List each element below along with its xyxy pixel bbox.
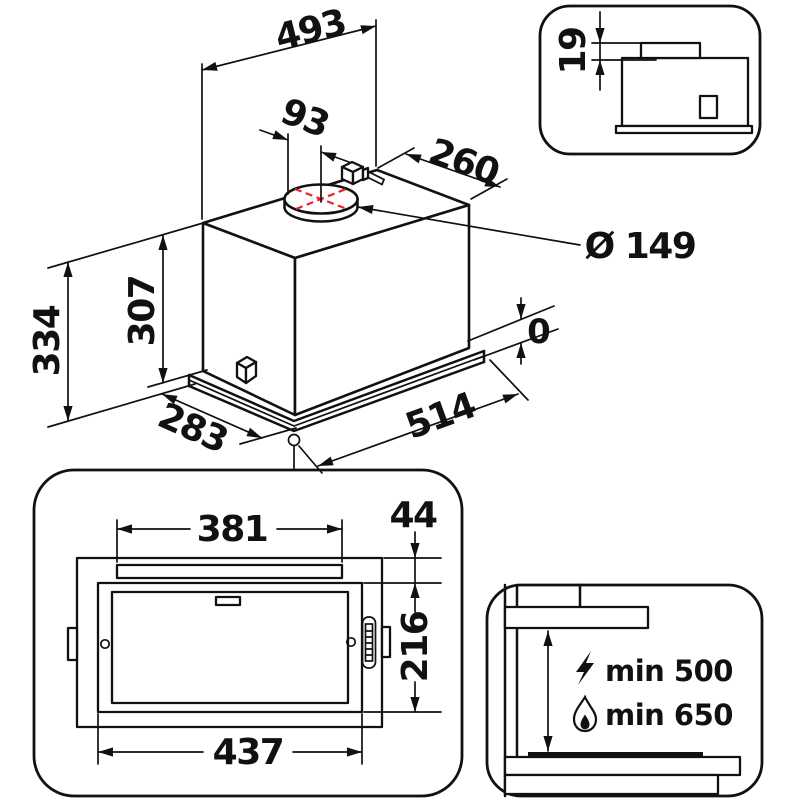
inset-border — [538, 4, 762, 156]
gas-flame-icon — [572, 694, 598, 733]
dim-flush-bottom: 0 — [467, 297, 559, 365]
dim-cutout-height: 216 — [363, 582, 442, 713]
hob — [528, 752, 703, 758]
dim-label-0: 0 — [527, 312, 551, 352]
installation-scheme — [503, 583, 742, 798]
dim-label-307: 307 — [122, 276, 163, 347]
filter-handle — [214, 595, 242, 607]
side-view-inset: 19 — [538, 4, 762, 156]
clearance-arrow — [543, 630, 553, 752]
dim-label-149: Ø 149 — [585, 226, 696, 267]
gas-clearance-row: min 650 — [572, 694, 733, 733]
inset-border — [485, 583, 764, 798]
dim-label-44: 44 — [389, 495, 437, 536]
slider-switch — [361, 616, 377, 669]
dim-label-493: 493 — [271, 2, 349, 59]
dim-height-overall: 334 — [27, 220, 211, 428]
dim-height-body: 307 — [122, 234, 208, 388]
hood-bottom-plate — [187, 349, 486, 433]
countertop — [503, 755, 742, 777]
dim-label-514: 514 — [400, 385, 481, 448]
hood-isometric-view: 493 93 260 Ø 149 — [27, 2, 697, 474]
screw-left — [99, 638, 111, 650]
lightning-bolt-icon — [576, 651, 594, 685]
electric-clearance-label: min 500 — [605, 654, 733, 688]
mount-tab-right — [380, 625, 392, 659]
dim-duct-diameter: Ø 149 — [357, 202, 697, 267]
mount-tab-left — [66, 626, 79, 662]
base-cabinet — [503, 773, 720, 796]
dim-cutout-width: 437 — [97, 713, 363, 773]
dim-label-216: 216 — [395, 611, 436, 682]
clearance-inset: min 500 min 650 — [485, 583, 764, 798]
hood-right-face — [293, 203, 471, 417]
grease-filter — [110, 590, 350, 705]
hood-side-view — [614, 41, 754, 135]
dim-label-260: 260 — [423, 131, 504, 194]
detail-reference-marker — [287, 433, 301, 470]
dim-label-283: 283 — [152, 395, 233, 461]
junction-box — [235, 355, 258, 385]
dim-label-334: 334 — [27, 305, 68, 376]
hood-bottom-view — [66, 556, 392, 729]
inset-border — [32, 468, 464, 798]
bottom-view-inset: 381 44 216 437 — [32, 468, 464, 798]
screw-right — [345, 636, 357, 648]
power-plug-icon — [340, 160, 385, 186]
light-strip — [115, 563, 344, 580]
dim-label-437: 437 — [213, 732, 284, 773]
hood-under-cabinet — [503, 605, 650, 630]
dim-top-offset: 44 — [363, 495, 442, 584]
dim-label-381: 381 — [197, 509, 268, 550]
dim-label-19: 19 — [553, 27, 594, 74]
dim-collar-height: 19 — [553, 11, 701, 91]
gas-clearance-label: min 650 — [605, 698, 733, 732]
electric-clearance-row: min 500 — [576, 651, 733, 688]
dim-strip-width: 381 — [116, 509, 343, 563]
